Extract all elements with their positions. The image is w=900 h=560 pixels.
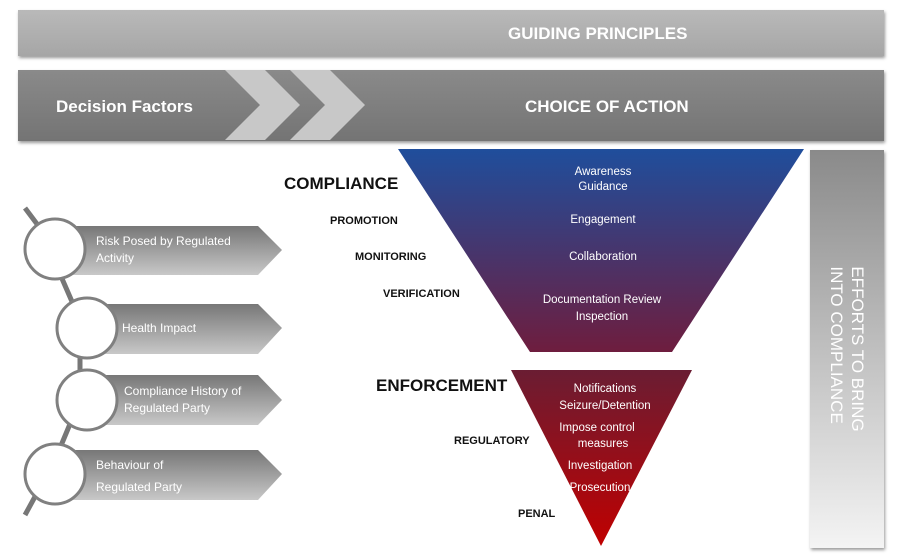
level-promotion: PROMOTION [330,215,398,227]
action-guidance: Guidance [578,181,628,193]
action-investigation: Investigation [567,460,633,472]
guiding-principles-label: GUIDING PRINCIPLES [508,24,688,43]
enforcement-title: ENFORCEMENT [376,376,508,395]
efforts-line1: EFFORTS TO BRING [848,266,867,432]
action-inspection: Inspection [575,311,629,323]
action-prosecution: Prosecution [569,482,631,494]
choice-of-action-label: CHOICE OF ACTION [525,97,689,116]
factor-text: Risk Posed by Regulated [96,234,231,248]
action-collaboration: Collaboration [569,251,637,263]
factor-circles [23,217,119,506]
factor-health: Health Impact [122,320,196,337]
action-impose-control: Impose control [559,422,635,434]
factor-text: Activity [96,251,135,265]
chevron-arrows [225,70,365,140]
factor-text: Regulated Party [124,401,211,415]
guiding-principles-bar: GUIDING PRINCIPLES [18,10,884,56]
efforts-line2: INTO COMPLIANCE [827,266,846,424]
factor-arrows [60,226,282,500]
action-seizure-detention: Seizure/Detention [559,400,651,412]
action-notifications: Notifications [573,383,637,395]
action-engagement: Engagement [570,214,636,226]
factor-text: Regulated Party [96,480,183,494]
factor-behaviour: Behaviour of Regulated Party [96,454,182,498]
factor-text: Behaviour of [96,458,164,472]
compliance-title: COMPLIANCE [284,174,399,193]
compliance-triangle [398,149,804,352]
choice-of-action-bar: Decision Factors CHOICE OF ACTION [18,70,884,141]
level-verification: VERIFICATION [383,288,460,300]
action-documentation-review: Documentation Review [542,294,662,306]
action-measures: measures [577,438,629,450]
action-awareness: Awareness [574,166,632,178]
level-regulatory: REGULATORY [454,435,530,447]
enforcement-triangle [511,370,692,546]
level-penal: PENAL [518,508,556,520]
decision-factors-label: Decision Factors [56,97,193,116]
factor-text: Compliance History of [124,384,242,398]
factor-compliance-history: Compliance History of Regulated Party [124,383,241,417]
factor-text: Health Impact [122,321,197,335]
level-monitoring: MONITORING [355,251,427,263]
